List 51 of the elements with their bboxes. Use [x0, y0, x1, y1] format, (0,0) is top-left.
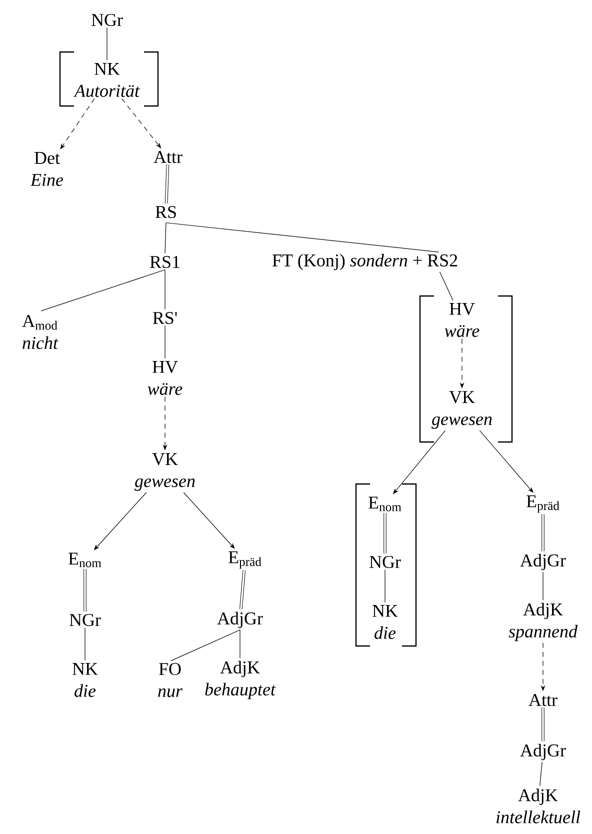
tree-label: HV wäre	[444, 303, 480, 337]
tree-label: E$_{nom}$	[68, 552, 102, 568]
connector-line	[106, 27, 108, 61]
connector-line	[166, 222, 440, 252]
tree-label: AdjGr	[520, 744, 566, 760]
connector-line	[542, 514, 544, 552]
tree-label: NGr	[70, 614, 101, 626]
connector-line	[164, 269, 166, 310]
connector-line	[60, 98, 95, 150]
tree-label: Det Eine	[30, 152, 64, 186]
connector-line	[384, 512, 386, 554]
connector-line	[439, 272, 454, 301]
connector-line	[164, 164, 170, 204]
connector-line	[84, 627, 86, 661]
tree-label: NK die	[72, 663, 98, 697]
tree-label: E$_{präd}$	[526, 495, 560, 513]
connector-line	[40, 269, 166, 312]
connector-line	[84, 568, 86, 612]
tree-label: NK Autorität	[74, 63, 140, 97]
tree-label: AdjK intellektuell	[496, 788, 580, 824]
tree-label: AdjGr	[520, 554, 566, 570]
tree-label: VK gewesen	[134, 453, 195, 491]
connector-line	[540, 762, 542, 786]
connector-line	[164, 222, 166, 254]
tree-label: E$_{nom}$	[368, 496, 402, 512]
connector-line	[164, 325, 166, 359]
tree-label: FT (Konj) sondern + RS2	[272, 254, 458, 270]
tree-label: NGr	[92, 14, 123, 26]
tree-label: HV wäre	[148, 361, 182, 395]
tree-label: RS	[156, 206, 176, 218]
connector-line	[384, 569, 386, 603]
tree-label: AdjK spannend	[508, 602, 578, 642]
tree-label: Attr	[154, 150, 182, 164]
connector-line	[542, 708, 544, 742]
connector-line	[542, 572, 544, 600]
connector-line	[170, 630, 240, 662]
tree-label: RS'	[152, 312, 177, 324]
tree-label: NK die	[372, 605, 398, 639]
tree-label: RS1	[150, 256, 180, 268]
tree-label: VK gewesen	[432, 391, 492, 429]
tree-label: AdjK behauptet	[205, 660, 276, 700]
tree-label: AdjGr	[217, 612, 263, 628]
tree-label: Attr	[528, 694, 558, 706]
connector-line	[122, 98, 162, 148]
connector-line	[183, 492, 235, 549]
tree-label: NGr	[370, 556, 401, 568]
tree-label: FO nur	[158, 662, 183, 698]
tree-label: A$_{mod}$ nicht	[22, 314, 58, 350]
connector-line	[479, 430, 534, 493]
tree-label: E$_{präd}$	[228, 551, 262, 569]
connector-line	[240, 570, 246, 610]
